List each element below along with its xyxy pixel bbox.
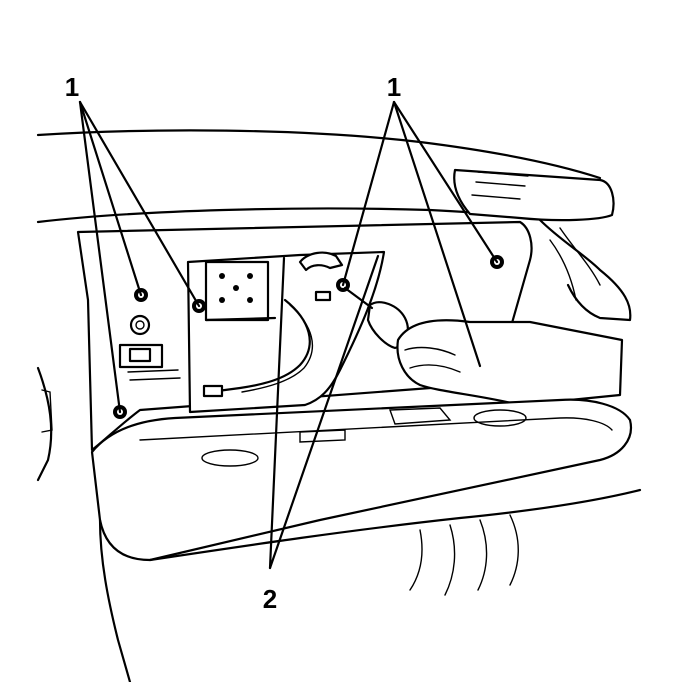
clip bbox=[314, 290, 332, 302]
leader-lines-bottom bbox=[268, 254, 380, 570]
dash-upper-line bbox=[36, 207, 532, 224]
door-cup-holder-1 bbox=[201, 449, 259, 467]
side-panel-lower bbox=[538, 218, 632, 322]
harness-connector bbox=[202, 384, 224, 398]
switch-knob-center bbox=[135, 320, 145, 330]
bracket-hole-2 bbox=[247, 273, 253, 279]
door-inner-rim bbox=[139, 417, 613, 441]
door-cup-holder-2 bbox=[473, 409, 527, 427]
seat-ribs bbox=[409, 514, 519, 596]
switch-trim bbox=[127, 369, 181, 381]
vent-slot-1 bbox=[477, 171, 529, 177]
left-dash-edge bbox=[36, 366, 53, 482]
hand bbox=[396, 319, 624, 407]
callout-label-bottom: 2 bbox=[263, 584, 277, 614]
door-recess bbox=[299, 407, 452, 443]
side-panel-ribs bbox=[549, 227, 601, 301]
lower-body-bottom bbox=[148, 488, 642, 562]
mounting-bracket bbox=[204, 260, 270, 322]
bracket-flange bbox=[204, 316, 277, 322]
switch-button bbox=[128, 347, 152, 363]
dash-top-edge bbox=[36, 129, 602, 180]
wiring-harness-wrap bbox=[241, 304, 314, 393]
lower-body-edge bbox=[98, 518, 132, 682]
side-vent-housing bbox=[453, 168, 615, 222]
latch-bracket bbox=[298, 251, 344, 272]
vent-slot-2 bbox=[475, 181, 526, 187]
bracket-hole-1 bbox=[219, 273, 225, 279]
switch-knob bbox=[129, 314, 151, 336]
glove-box-door bbox=[90, 398, 633, 562]
callout-label-left: 1 bbox=[65, 72, 79, 102]
leader-lines-right bbox=[341, 100, 499, 368]
leader-lines-left bbox=[78, 100, 201, 414]
vent-slot-3 bbox=[471, 194, 521, 200]
bracket-hole-5 bbox=[233, 285, 239, 291]
bracket-hole-4 bbox=[247, 297, 253, 303]
callout-label-right: 1 bbox=[387, 72, 401, 102]
bracket-hole-3 bbox=[219, 297, 225, 303]
left-dash-detail bbox=[41, 389, 53, 433]
screwdriver-shaft bbox=[343, 286, 374, 310]
hand-fingers bbox=[404, 346, 461, 373]
